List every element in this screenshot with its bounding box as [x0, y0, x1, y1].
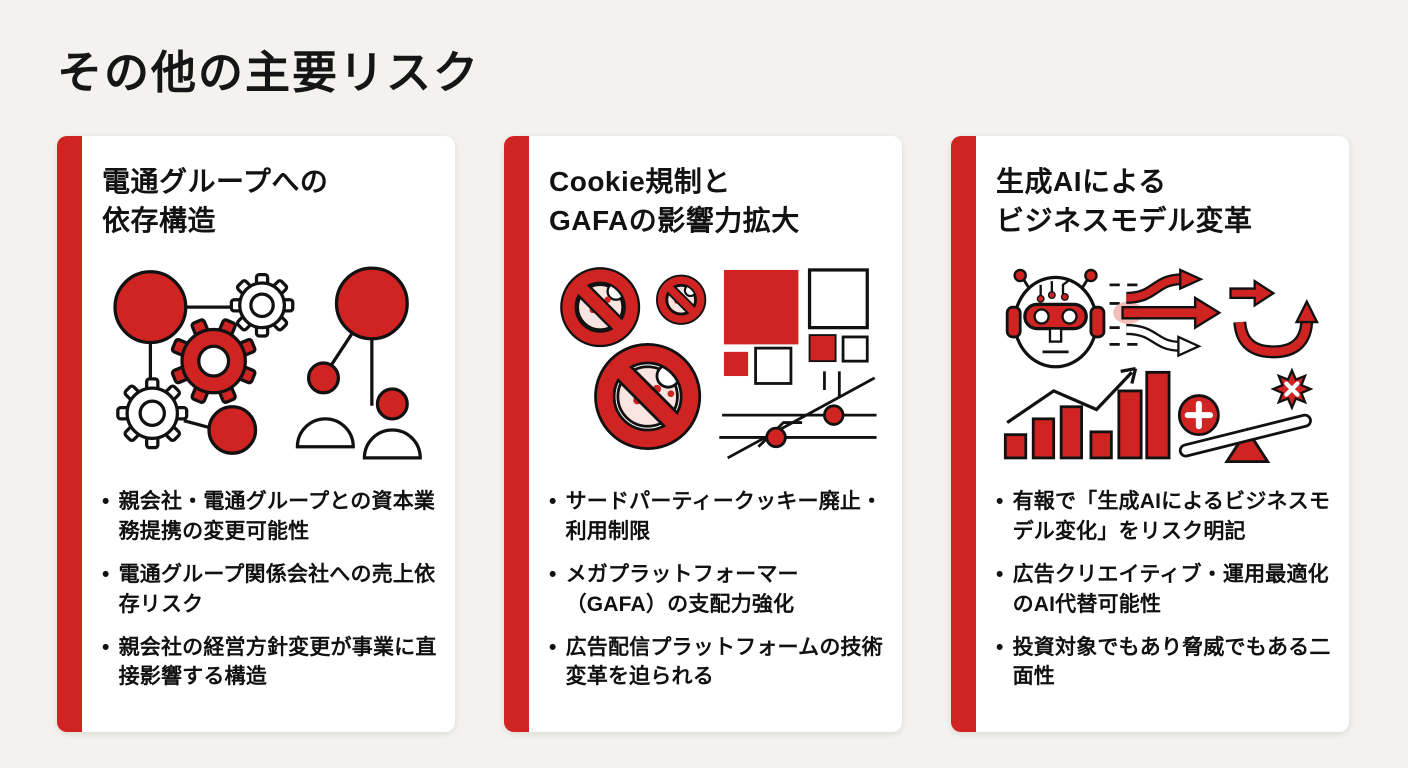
- gear-icon: [170, 318, 257, 405]
- transform-arrow-icon: [1229, 279, 1319, 359]
- risk-card-cookie-gafa: Cookie規制と GAFAの影響力拡大: [504, 136, 902, 732]
- bullet-item: •広告配信プラットフォームの技術変革を迫られる: [549, 633, 884, 693]
- balance-icon: [1177, 367, 1314, 464]
- gears-network-people-icon: [102, 256, 437, 470]
- no-cookie-squares-icon: [549, 256, 884, 470]
- bullet-list: •サードパーティークッキー廃止・利用制限 •メガプラットフォーマー（GAFA）の…: [549, 487, 884, 692]
- card-title: 生成AIによる ビジネスモデル変革: [996, 166, 1253, 237]
- bullet-item: •電通グループ関係会社への売上依存リスク: [102, 560, 437, 620]
- bullet-item: •有報で「生成AIによるビジネスモデル変化」をリスク明記: [996, 487, 1331, 547]
- bullet-dot: •: [549, 635, 557, 659]
- bullet-dot: •: [102, 635, 110, 659]
- card-title: Cookie規制と GAFAの影響力拡大: [549, 166, 800, 237]
- no-cookie-icon: [594, 343, 702, 451]
- risk-card-generative-ai: 生成AIによる ビジネスモデル変革: [951, 136, 1349, 732]
- ai-robot-arrows-chart-icon: [996, 256, 1331, 470]
- bullet-dot: •: [549, 563, 557, 586]
- network-lines-icon: [719, 371, 877, 460]
- bullet-item: •サードパーティークッキー廃止・利用制限: [549, 487, 884, 547]
- bullet-item: •親会社の経営方針変更が事業に直接影響する構造: [102, 633, 437, 693]
- risk-cards-row: 電通グループへの 依存構造: [57, 136, 1349, 732]
- gear-icon: [116, 377, 189, 450]
- gear-icon: [229, 273, 295, 339]
- robot-icon: [1005, 269, 1106, 369]
- bullet-list: •有報で「生成AIによるビジネスモデル変化」をリスク明記 •広告クリエイティブ・…: [996, 487, 1331, 692]
- page-title: その他の主要リスク: [57, 47, 481, 98]
- card-accent-strip: [57, 136, 82, 732]
- bullet-dot: •: [996, 635, 1004, 659]
- bar-chart-icon: [1003, 367, 1171, 460]
- risk-card-dentsu-dependency: 電通グループへの 依存構造: [57, 136, 455, 732]
- person-icon: [362, 387, 422, 460]
- bullet-dot: •: [996, 563, 1004, 586]
- bullet-dot: •: [102, 490, 110, 514]
- no-cookie-icon: [656, 274, 707, 326]
- no-cookie-icon: [560, 267, 641, 348]
- card-title: 電通グループへの 依存構造: [102, 166, 329, 237]
- bullet-dot: •: [102, 563, 110, 586]
- ad-grid-icon: [723, 268, 869, 386]
- bullet-dot: •: [549, 490, 557, 514]
- person-icon: [295, 417, 355, 449]
- card-accent-strip: [951, 136, 976, 732]
- bullet-item: •親会社・電通グループとの資本業務提携の変更可能性: [102, 487, 437, 547]
- bullet-dot: •: [996, 490, 1004, 514]
- bullet-list: •親会社・電通グループとの資本業務提携の変更可能性 •電通グループ関係会社への売…: [102, 487, 437, 692]
- branching-arrows-icon: [1109, 268, 1222, 358]
- bullet-item: •投資対象でもあり脅威でもある二面性: [996, 633, 1331, 693]
- burst-x-icon: [1270, 367, 1314, 411]
- bullet-item: •メガプラットフォーマー（GAFA）の支配力強化: [549, 560, 884, 620]
- bullet-item: •広告クリエイティブ・運用最適化のAI代替可能性: [996, 560, 1331, 620]
- card-accent-strip: [504, 136, 529, 732]
